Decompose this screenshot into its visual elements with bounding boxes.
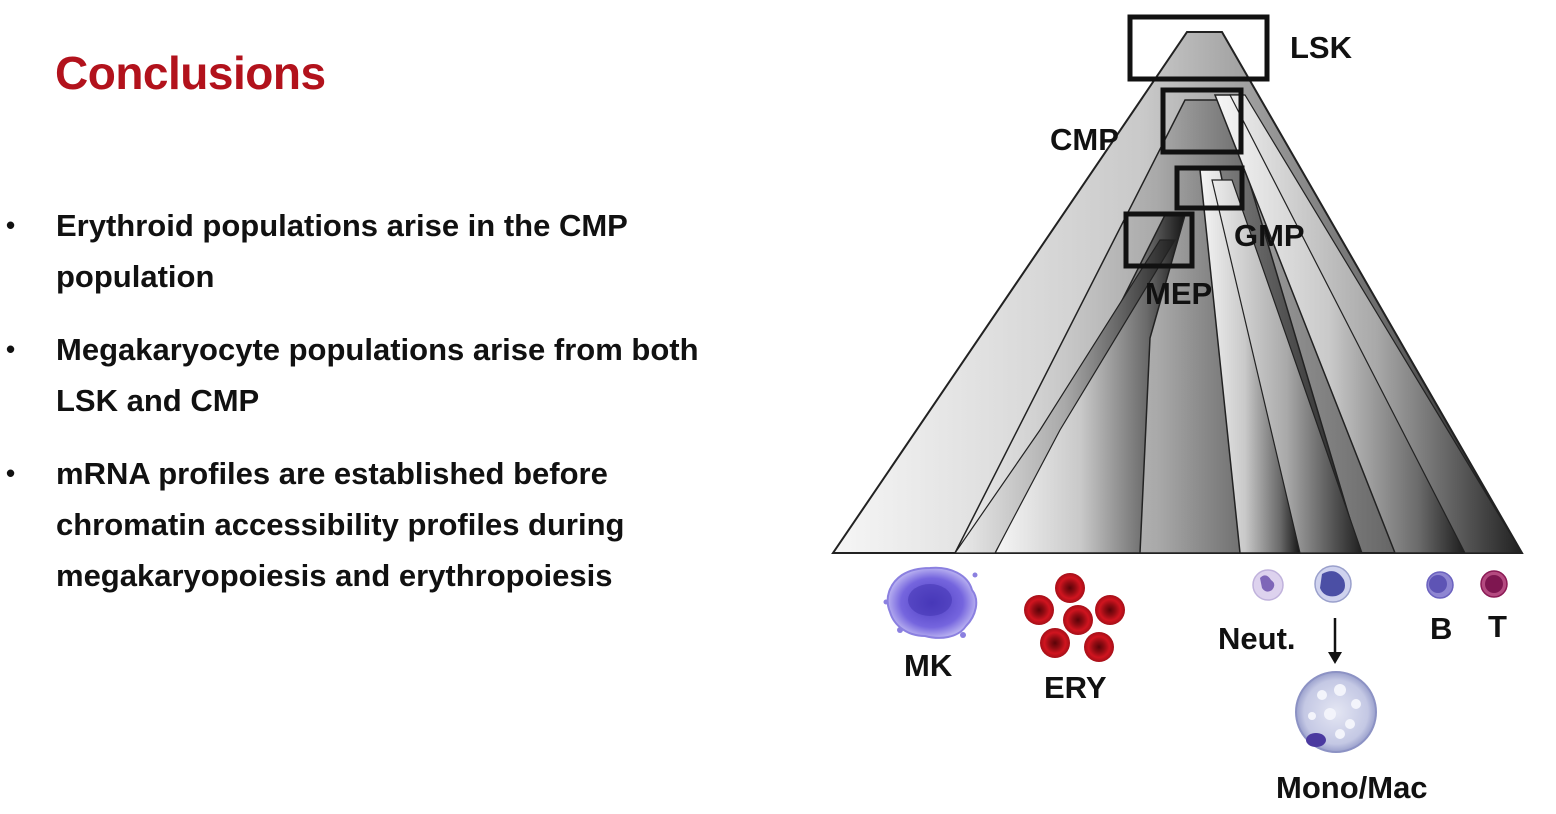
bullet-line: mRNA profiles are established before [56,456,608,491]
neut-label: Neut. [1218,621,1296,656]
lsk-box [1127,14,1270,82]
down-arrow-icon [1328,618,1342,664]
bullet-item-2: • Megakaryocyte populations arise from b… [0,324,820,426]
bullet-line: population [56,259,215,294]
cmp-label: CMP [1050,122,1119,157]
lsk-label: LSK [1290,30,1353,65]
conclusion-list: • Erythroid populations arise in the CMP… [0,200,820,623]
bullet-marker: • [6,458,16,488]
neutrophil-cell-icon [1252,569,1284,601]
bullet-line: Megakaryocyte populations arise from bot… [56,332,699,367]
bullet-item-3: • mRNA profiles are established before c… [0,448,820,601]
gmp-label: GMP [1234,218,1305,253]
b-label: B [1430,611,1452,646]
bullet-line: Erythroid populations arise in the CMP [56,208,628,243]
slide-title: Conclusions [55,47,326,99]
bullet-marker: • [6,210,16,240]
monocyte-cell-icon [1314,565,1352,603]
bullet-line: LSK and CMP [56,383,260,418]
bullet-item-1: • Erythroid populations arise in the CMP… [0,200,820,302]
t-cell-icon [1480,570,1508,598]
erythrocyte-cluster-icon [1024,573,1125,662]
gmp-box [1174,165,1245,211]
mep-label: MEP [1145,276,1212,311]
mep-box [1123,211,1195,269]
macrophage-cell-icon [1295,671,1377,753]
ery-label: ERY [1044,670,1107,705]
mono-mac-label: Mono/Mac [1276,770,1428,805]
mk-label: MK [904,648,953,683]
bullet-marker: • [6,334,16,364]
megakaryocyte-cell-icon [883,566,978,639]
t-label: T [1488,609,1507,644]
cmp-box [1160,87,1244,155]
b-cell-icon [1426,571,1454,599]
bullet-line: megakaryopoiesis and erythropoiesis [56,558,613,593]
bullet-line: chromatin accessibility profiles during [56,507,625,542]
